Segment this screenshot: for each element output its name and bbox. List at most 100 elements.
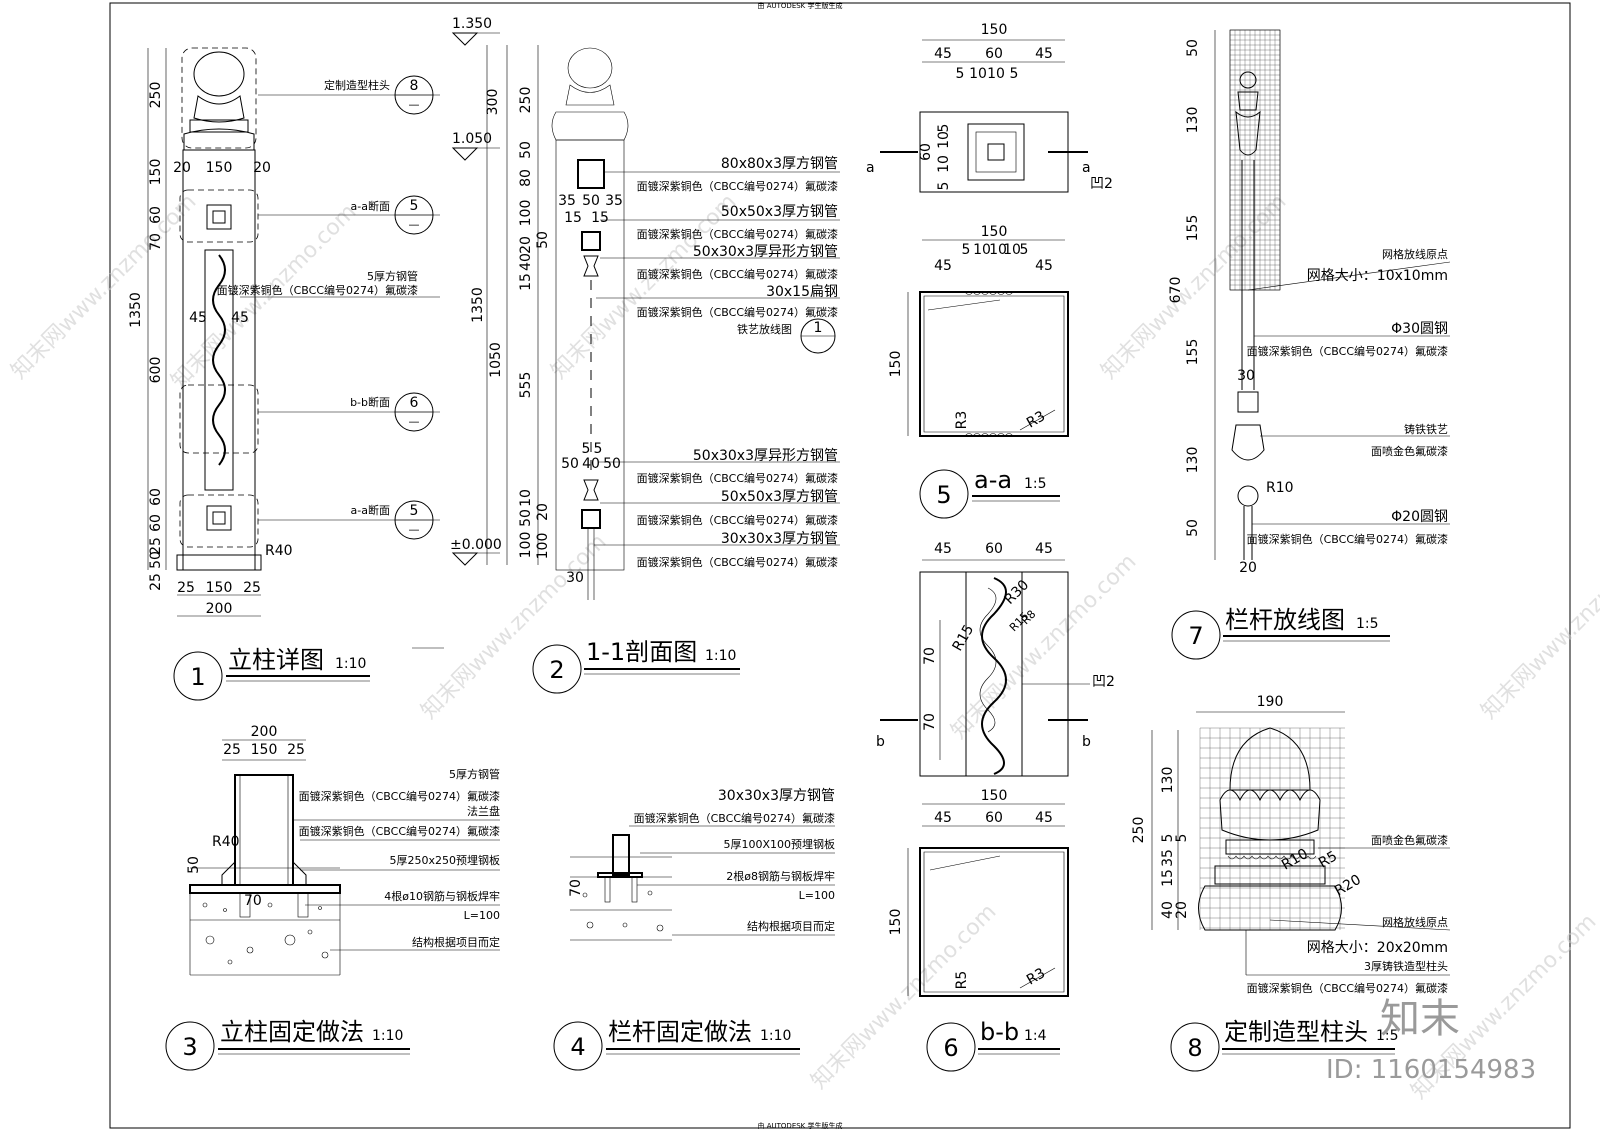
svg-text:25: 25 <box>177 580 195 596</box>
cap-pinecone <box>1229 727 1311 791</box>
svg-text:60: 60 <box>985 46 1003 62</box>
detail-6-title: b-b <box>980 1018 1019 1046</box>
svg-text:40: 40 <box>582 456 600 472</box>
svg-text:网格放线原点: 网格放线原点 <box>1382 915 1448 929</box>
svg-text:面镀深紫铜色（CBCC编号0274）氟碳漆: 面镀深紫铜色（CBCC编号0274）氟碳漆 <box>637 305 838 319</box>
svg-text:60: 60 <box>148 206 164 224</box>
svg-text:35: 35 <box>558 193 576 209</box>
svg-text:50: 50 <box>535 231 551 249</box>
svg-text:50: 50 <box>561 456 579 472</box>
svg-text:600: 600 <box>148 357 164 384</box>
svg-text:50x30x3厚异形方钢管: 50x30x3厚异形方钢管 <box>693 448 838 464</box>
svg-text:4: 4 <box>570 1033 585 1061</box>
svg-text:70: 70 <box>244 893 262 909</box>
svg-text:60: 60 <box>985 810 1003 826</box>
svg-text:80: 80 <box>518 169 534 187</box>
svg-text:5厚方钢管: 5厚方钢管 <box>367 269 418 283</box>
svg-text:5厚方钢管: 5厚方钢管 <box>449 767 500 781</box>
svg-text:网格放线原点: 网格放线原点 <box>1382 247 1448 261</box>
detail-5-section-aa: 150 45 60 45 5 10 10 5 a a 凹2 60 10 10 5… <box>866 22 1113 519</box>
svg-text:20: 20 <box>253 160 271 176</box>
svg-text:R40: R40 <box>212 834 240 850</box>
detail-3-title: 立柱固定做法 <box>220 1018 364 1046</box>
svg-text:a: a <box>866 160 875 176</box>
svg-text:a-a断面: a-a断面 <box>351 199 390 213</box>
section-shaft <box>555 139 625 571</box>
svg-text:2根ø8钢筋与钢板焊牢: 2根ø8钢筋与钢板焊牢 <box>726 869 835 883</box>
svg-text:20: 20 <box>518 236 534 254</box>
svg-text:R3: R3 <box>1024 408 1048 431</box>
svg-text:面镀深紫铜色（CBCC编号0274）氟碳漆: 面镀深紫铜色（CBCC编号0274）氟碳漆 <box>637 555 838 569</box>
svg-text:Φ20圆钢: Φ20圆钢 <box>1391 509 1448 525</box>
svg-text:250: 250 <box>148 82 164 109</box>
svg-text:5: 5 <box>962 242 971 258</box>
detail-5-number-circle <box>919 469 969 519</box>
svg-text:Φ30圆钢: Φ30圆钢 <box>1391 321 1448 337</box>
svg-text:60: 60 <box>148 514 164 532</box>
cap-petals <box>1219 789 1321 841</box>
svg-text:面镀深紫铜色（CBCC编号0274）氟碳漆: 面镀深紫铜色（CBCC编号0274）氟碳漆 <box>637 513 838 527</box>
post-base <box>176 554 262 571</box>
svg-text:30: 30 <box>1237 368 1255 384</box>
detail-7-title: 栏杆放线图 <box>1225 606 1345 634</box>
svg-text:50x30x3厚异形方钢管: 50x30x3厚异形方钢管 <box>693 244 838 260</box>
svg-text:60: 60 <box>918 143 934 161</box>
svg-text:R15: R15 <box>950 622 978 654</box>
id-label: ID: 1160154983 <box>1326 1055 1536 1085</box>
svg-text:R30: R30 <box>1002 577 1033 608</box>
detail-8-number-circle <box>1170 1022 1220 1072</box>
tube-50x50-top <box>581 231 601 251</box>
tube-50x50-bottom <box>581 509 601 529</box>
svg-text:15: 15 <box>564 210 582 226</box>
svg-text:130: 130 <box>1160 767 1176 794</box>
svg-text:30: 30 <box>566 570 584 586</box>
svg-text:L=100: L=100 <box>799 889 835 902</box>
svg-text:面镀深紫铜色（CBCC编号0274）氟碳漆: 面镀深紫铜色（CBCC编号0274）氟碳漆 <box>1247 344 1448 358</box>
svg-text:45: 45 <box>934 810 952 826</box>
svg-text:面镀深紫铜色（CBCC编号0274）氟碳漆: 面镀深紫铜色（CBCC编号0274）氟碳漆 <box>299 824 500 838</box>
svg-text:结构根据项目而定: 结构根据项目而定 <box>412 935 500 949</box>
ornament-panel <box>204 249 234 491</box>
svg-text:50: 50 <box>518 141 534 159</box>
watermark-9: 知末网www.znzmo.com <box>1477 529 1600 724</box>
svg-text:555: 555 <box>518 372 534 399</box>
svg-text:面镀深紫铜色（CBCC编号0274）氟碳漆: 面镀深紫铜色（CBCC编号0274）氟碳漆 <box>1247 981 1448 995</box>
svg-text:5: 5 <box>1010 66 1019 82</box>
sheet-border <box>109 2 1571 1129</box>
svg-text:70: 70 <box>148 233 164 251</box>
svg-text:190: 190 <box>1257 694 1284 710</box>
svg-text:1:10: 1:10 <box>372 1028 403 1044</box>
bb-section <box>919 847 1069 997</box>
svg-text:130: 130 <box>1185 447 1201 474</box>
svg-text:10: 10 <box>969 66 987 82</box>
svg-text:凹2: 凹2 <box>1092 674 1115 690</box>
svg-text:35: 35 <box>1160 849 1176 867</box>
svg-text:50: 50 <box>582 193 600 209</box>
concrete-hatch <box>202 902 329 965</box>
svg-text:面镀深紫铜色（CBCC编号0274）氟碳漆: 面镀深紫铜色（CBCC编号0274）氟碳漆 <box>637 227 838 241</box>
svg-text:45: 45 <box>934 46 952 62</box>
svg-text:面镀深紫铜色（CBCC编号0274）氟碳漆: 面镀深紫铜色（CBCC编号0274）氟碳漆 <box>637 179 838 193</box>
svg-text:—: — <box>409 218 420 231</box>
embedded-plate <box>189 884 341 894</box>
svg-text:1: 1 <box>814 320 823 336</box>
svg-text:1:4: 1:4 <box>1024 1028 1047 1044</box>
svg-text:45: 45 <box>231 310 249 326</box>
svg-text:1:5: 1:5 <box>1376 1028 1399 1044</box>
svg-text:150: 150 <box>148 159 164 186</box>
svg-text:—: — <box>409 523 420 536</box>
svg-text:5厚100X100预埋钢板: 5厚100X100预埋钢板 <box>723 837 835 851</box>
svg-text:50: 50 <box>1185 39 1201 57</box>
svg-text:1:5: 1:5 <box>1024 476 1047 492</box>
svg-text:—: — <box>409 415 420 428</box>
svg-text:R10: R10 <box>1266 480 1294 496</box>
svg-text:45: 45 <box>1035 541 1053 557</box>
svg-text:R20: R20 <box>1332 872 1364 900</box>
svg-text:网格大小：10x10mm: 网格大小：10x10mm <box>1307 268 1448 284</box>
finial-outline <box>181 47 257 149</box>
svg-text:1.050: 1.050 <box>452 131 492 147</box>
svg-text:60: 60 <box>148 488 164 506</box>
svg-text:150: 150 <box>981 224 1008 240</box>
svg-text:定制造型柱头: 定制造型柱头 <box>324 78 390 92</box>
svg-text:70: 70 <box>922 713 938 731</box>
